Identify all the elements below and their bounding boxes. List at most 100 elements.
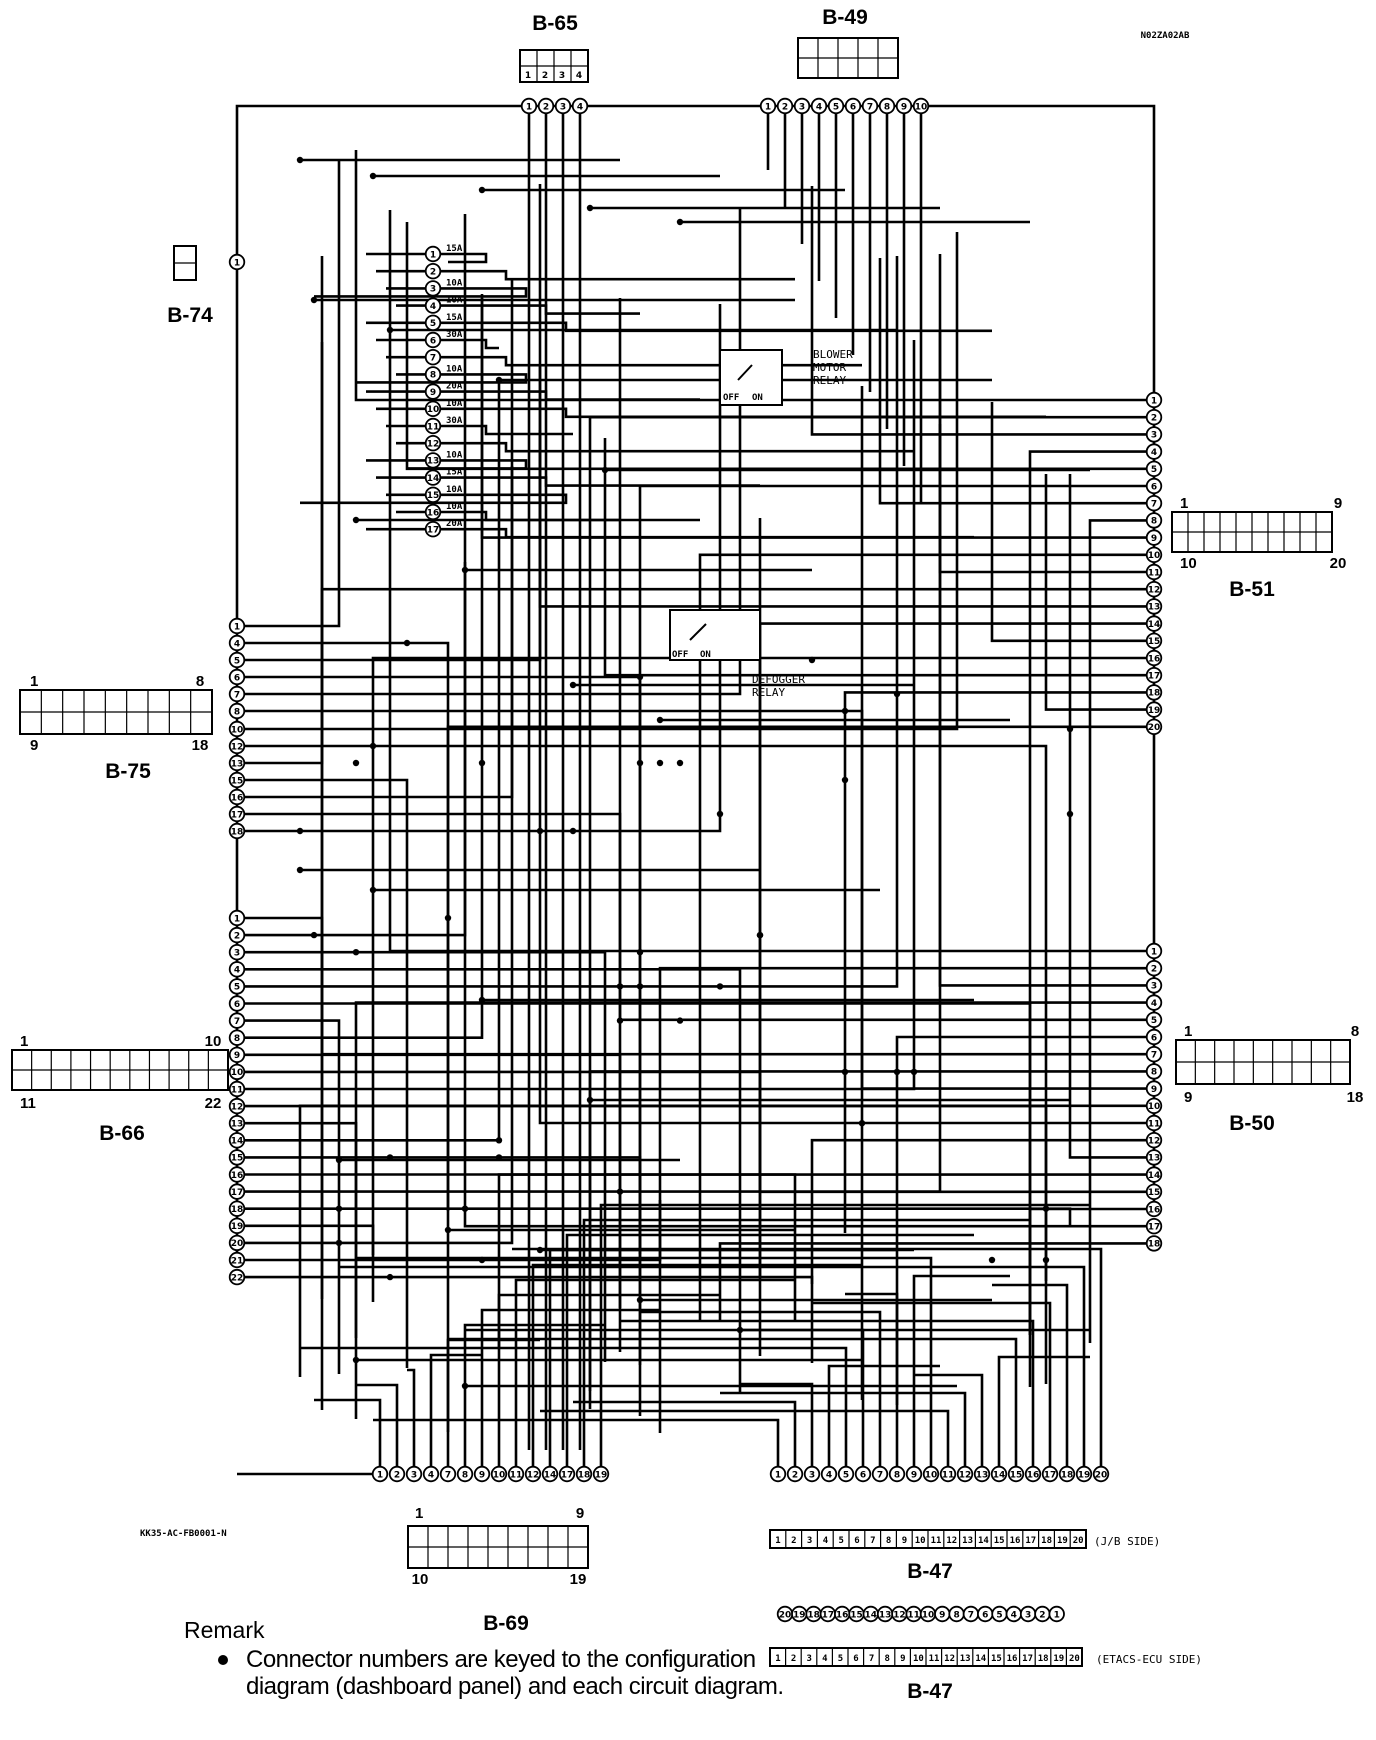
b75-pin [228,788,246,806]
b50-pin [1145,1080,1163,1097]
b66-pin [228,944,246,961]
relay-switch-icon [737,364,753,381]
pin-number: 15 [427,491,440,501]
b47-ecu-cavity: 5 [838,1654,843,1664]
pin-number: 9 [901,102,907,112]
pin-number: 12 [893,1610,906,1620]
b50-pin [1145,942,1163,960]
b50-pin [1145,1011,1163,1029]
b66-pin [228,1149,246,1166]
junction-dot [858,1120,866,1127]
junction-dot [335,1239,343,1247]
pin-number: 20 [231,1239,244,1249]
b69-pin [473,1465,491,1483]
pin-number: 18 [1061,1470,1074,1480]
junction-dot [444,1226,452,1234]
pin-number: 10 [231,725,244,735]
b66-first-pin: 1 [20,1033,28,1050]
wire [997,1355,1090,1474]
wire [540,1409,950,1474]
b47-pin [990,1465,1008,1483]
pin-number: 7 [968,1610,974,1620]
b47-pin [1058,1465,1076,1483]
pin-number: 10 [922,1610,935,1620]
pin-number: 1 [234,622,240,632]
b51-pin [1145,598,1163,615]
junction-dot [808,656,816,664]
b51-pin [1145,512,1163,529]
b75-label: B-75 [105,760,151,783]
pin-number: 4 [428,1470,434,1480]
pin-number: 12 [1148,586,1161,596]
pin-number: 18 [578,1470,591,1480]
pin-number: 16 [1148,1205,1161,1215]
b69-pin [422,1465,440,1483]
b51-label: B-51 [1229,578,1275,601]
junction-dot [1042,1256,1050,1264]
wire [1044,474,1154,711]
pin-number: 12 [1148,1137,1161,1147]
pin-number: 10 [915,102,928,112]
junction-dot [296,156,304,164]
pin-number: 5 [1151,465,1157,475]
junction-dot [478,759,486,767]
wire [845,1292,899,1474]
pin-number: 3 [430,285,436,295]
wire [582,1218,1030,1474]
pin-number: 2 [792,1470,798,1480]
fuse-rating: 15A [446,244,463,254]
b50-pin [1145,1063,1163,1080]
b65-pin [537,97,555,115]
junction-dot [478,996,486,1004]
wire [1028,450,1154,1387]
b69-pin [541,1465,559,1483]
pin-number: 12 [527,1470,540,1480]
pin-number: 19 [1148,706,1161,716]
b47-ecu-cavity: 9 [900,1654,905,1664]
wire [407,1368,416,1474]
wire [497,1293,720,1474]
wire [758,518,1154,1194]
b47-ecu-cavity: 16 [1007,1654,1018,1664]
junction-dot [616,1188,624,1195]
junction-dot [676,759,684,767]
pin-number: 16 [427,508,440,518]
junction-dot [601,466,609,474]
pin-number: 15 [231,1154,244,1164]
wire [531,1263,862,1474]
b75-pin [228,617,246,635]
fuse-terminal [424,263,442,280]
b49-pin [861,97,879,115]
junction-dot [369,172,377,180]
b66-pin [228,995,246,1012]
wire [843,691,1154,1233]
pin-number: 18 [1148,1240,1161,1250]
b66-pin [228,1029,246,1046]
wire [440,390,700,401]
b75-last-pin: 18 [192,737,209,754]
pin-number: 13 [231,1120,244,1130]
junction-dot [988,1256,996,1264]
pin-number: 4 [816,102,822,112]
b51-pin [1145,581,1163,598]
pin-number: 5 [234,983,240,993]
b66-pin [228,1200,246,1217]
wire [812,1301,1052,1474]
blower-relay-line3: RELAY [813,374,846,387]
wire [237,256,324,765]
pin-number: 5 [234,656,240,666]
b47-pin [1092,1465,1110,1483]
pin-number: 16 [836,1610,849,1620]
b47-pin [871,1465,889,1483]
wire [440,407,1046,419]
fuse-rating: 10A [446,364,463,374]
wire [339,1265,1086,1474]
pin-number: 2 [430,268,436,278]
blower-relay-line1: BLOWER [813,348,853,361]
junction-dot [736,1326,744,1334]
b65-pin [554,97,572,115]
junction-dot [676,1017,684,1024]
wire [440,338,499,350]
pin-number: 9 [911,1470,917,1480]
